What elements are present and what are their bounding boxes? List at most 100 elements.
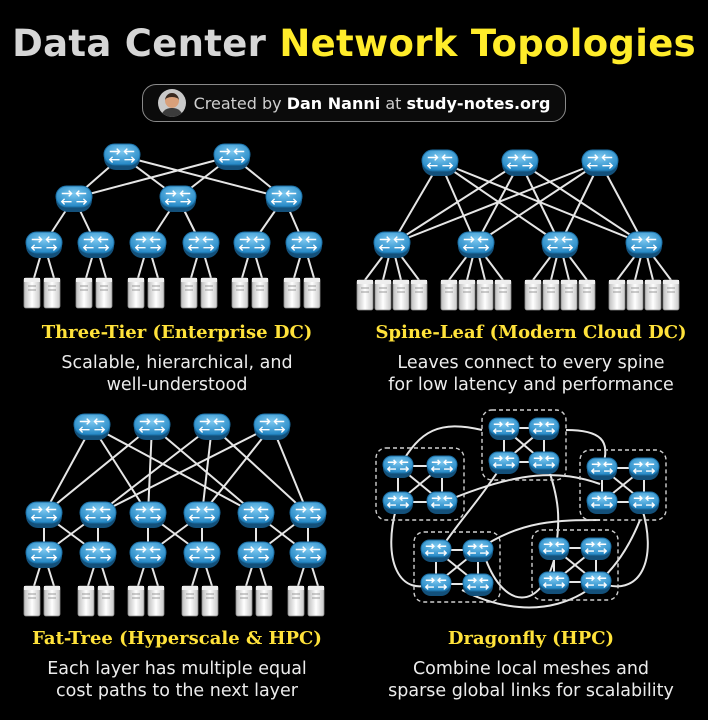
server-icon xyxy=(374,279,392,311)
router-icon xyxy=(462,539,494,562)
server-icon xyxy=(75,277,93,309)
server-icon xyxy=(23,277,41,309)
spine-leaf-link xyxy=(439,161,645,245)
server-icon xyxy=(181,585,199,617)
router-icon xyxy=(581,149,619,176)
credit-badge: Created by Dan Nanni at study-notes.org xyxy=(142,84,566,122)
credit-prefix: Created by xyxy=(193,93,282,113)
fat-tree-link xyxy=(147,425,153,515)
router-icon xyxy=(193,413,231,440)
global-link xyxy=(399,425,483,467)
global-link xyxy=(443,474,601,503)
server-icon xyxy=(524,279,542,311)
server-icon xyxy=(410,279,428,311)
router-icon xyxy=(628,491,660,514)
router-icon xyxy=(213,143,251,170)
router-group xyxy=(413,531,501,603)
server-icon xyxy=(560,279,578,311)
router-icon xyxy=(538,571,570,594)
router-icon xyxy=(586,491,618,514)
router-icon xyxy=(79,541,117,568)
router-icon xyxy=(129,501,167,528)
server-icon xyxy=(303,277,321,309)
router-icon xyxy=(129,541,167,568)
server-icon xyxy=(578,279,596,311)
router-icon xyxy=(237,501,275,528)
server-icon xyxy=(644,279,662,311)
router-icon xyxy=(382,491,414,514)
router-icon xyxy=(528,451,560,474)
router-icon xyxy=(25,231,63,258)
server-icon xyxy=(95,277,113,309)
router-icon xyxy=(129,231,167,258)
credit-mid: at xyxy=(385,93,402,113)
server-icon xyxy=(283,277,301,309)
router-icon xyxy=(625,231,663,258)
router-icon xyxy=(420,573,452,596)
server-icon xyxy=(307,585,325,617)
router-icon xyxy=(373,231,411,258)
global-link xyxy=(477,519,601,551)
server-icon xyxy=(43,585,61,617)
fat-tree-link xyxy=(97,425,213,515)
server-icon xyxy=(127,585,145,617)
credit-name: Dan Nanni xyxy=(286,93,381,113)
router-icon xyxy=(253,413,291,440)
router-icon xyxy=(426,491,458,514)
fat-tree-link xyxy=(151,425,257,515)
server-icon xyxy=(494,279,512,311)
router-icon xyxy=(233,231,271,258)
fat-tree-link xyxy=(97,425,273,515)
panel-title-fat-tree: Fat-Tree (Hyperscale & HPC) xyxy=(32,628,322,649)
global-link xyxy=(461,519,641,609)
page-title: Data Center Network Topologies xyxy=(0,22,708,65)
router-icon xyxy=(25,541,63,568)
router-icon xyxy=(501,149,539,176)
router-icon xyxy=(382,455,414,478)
fat-tree-link xyxy=(201,425,273,515)
spine-leaf-link xyxy=(519,161,645,245)
router-group xyxy=(531,529,619,601)
server-icon xyxy=(356,279,374,311)
router-icon xyxy=(541,231,579,258)
fat-tree-link xyxy=(43,425,93,515)
server-icon xyxy=(542,279,560,311)
server-icon xyxy=(200,277,218,309)
router-icon xyxy=(25,501,63,528)
router-icon xyxy=(103,143,141,170)
server-icon xyxy=(662,279,680,311)
server-icon xyxy=(147,277,165,309)
server-icon xyxy=(626,279,644,311)
router-icon xyxy=(79,501,117,528)
fat-tree-link xyxy=(271,425,309,515)
router-icon xyxy=(628,457,660,480)
credit-site: study-notes.org xyxy=(406,93,551,113)
router-icon xyxy=(265,185,303,212)
router-icon xyxy=(289,541,327,568)
server-icon xyxy=(127,277,145,309)
avatar xyxy=(157,89,186,117)
router-icon xyxy=(580,537,612,560)
server-icon xyxy=(43,277,61,309)
router-icon xyxy=(421,149,459,176)
server-icon xyxy=(251,277,269,309)
router-icon xyxy=(55,185,93,212)
router-icon xyxy=(457,231,495,258)
fat-tree-link xyxy=(211,425,309,515)
server-icon xyxy=(392,279,410,311)
server-icon xyxy=(77,585,95,617)
three-tier-link xyxy=(121,155,285,199)
router-icon xyxy=(580,571,612,594)
router-icon xyxy=(538,537,570,560)
router-icon xyxy=(133,413,171,440)
router-icon xyxy=(528,417,560,440)
router-icon xyxy=(182,231,220,258)
router-icon xyxy=(77,231,115,258)
panel-title-dragonfly: Dragonfly (HPC) xyxy=(447,628,615,649)
router-icon xyxy=(462,573,494,596)
